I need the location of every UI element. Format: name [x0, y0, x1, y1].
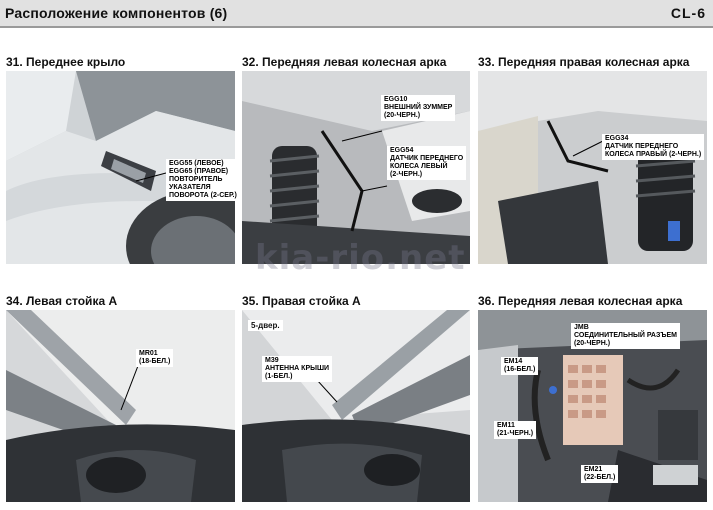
note-five-door: 5-двер. — [248, 320, 283, 331]
section-code: CL-6 — [670, 5, 706, 21]
callout-jmb: JMB СОЕДИНИТЕЛЬНЫЙ РАЗЪЕМ (20-ЧЕРН.) — [571, 323, 680, 349]
panel-34-title: 34. Левая стойка А — [6, 294, 118, 308]
panel-36-title: 36. Передняя левая колесная арка — [478, 294, 683, 308]
panel-31-title: 31. Переднее крыло — [6, 55, 126, 69]
panel-32-title: 32. Передняя левая колесная арка — [242, 55, 447, 69]
panel-35-title: 35. Правая стойка А — [242, 294, 361, 308]
page-title: Расположение компонентов (6) — [5, 5, 228, 21]
header-divider — [0, 26, 713, 28]
callout-egg34: EGG34 ДАТЧИК ПЕРЕДНЕГО КОЛЕСА ПРАВЫЙ (2-… — [602, 134, 705, 160]
panel-33-title: 33. Передняя правая колесная арка — [478, 55, 690, 69]
callout-m39: M39 АНТЕННА КРЫШИ (1-БЕЛ.) — [262, 356, 333, 382]
callout-em21: EM21 (22-БЕЛ.) — [581, 465, 619, 483]
watermark: kia-rio.net — [255, 238, 466, 278]
panel-34-photo — [6, 310, 235, 502]
callout-egg10: EGG10 ВНЕШНИЙ ЗУММЕР (20-ЧЕРН.) — [381, 95, 456, 121]
callout-em14: EM14 (16-БЕЛ.) — [501, 357, 539, 375]
callout-mr01: MR01 (18-БЕЛ.) — [136, 349, 174, 367]
callout-em11: EM11 (21-ЧЕРН.) — [494, 421, 537, 439]
callout-egg55: EGG55 (ЛЕВОЕ) EGG65 (ПРАВОЕ) ПОВТОРИТЕЛЬ… — [166, 159, 240, 201]
panel-35-photo — [242, 310, 470, 502]
callout-egg54: EGG54 ДАТЧИК ПЕРЕДНЕГО КОЛЕСА ЛЕВЫЙ (2-Ч… — [387, 146, 467, 180]
panel-33-photo — [478, 71, 707, 264]
page-header: Расположение компонентов (6) CL-6 — [0, 0, 713, 26]
